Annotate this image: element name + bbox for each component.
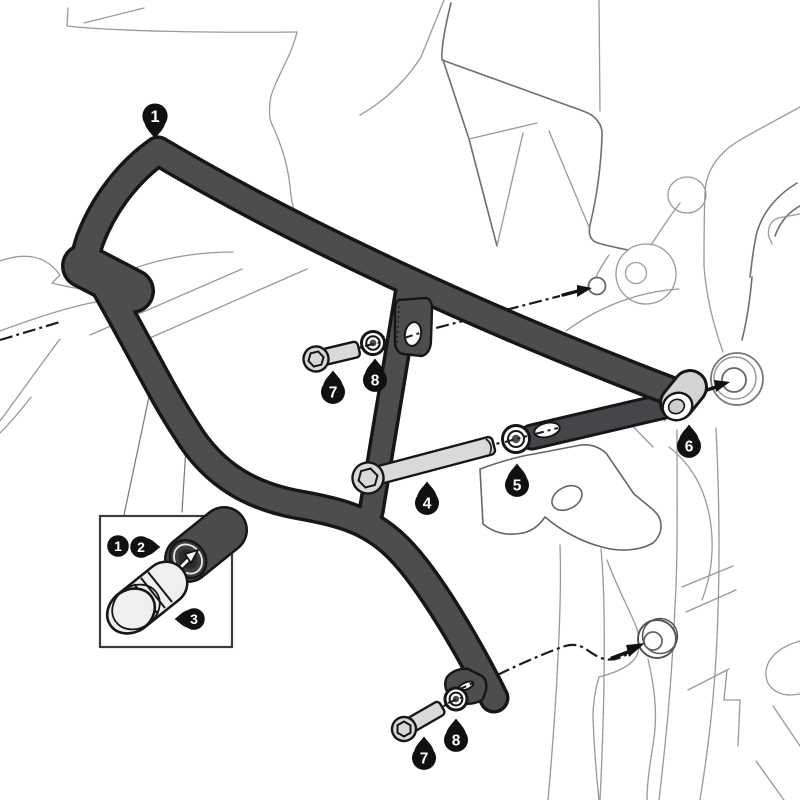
rear-mount-arrow-icon: [714, 380, 730, 392]
upper-mount-hole: [587, 276, 607, 296]
tube-body: [64, 139, 680, 710]
callout-number-inset-item-1: 1: [114, 538, 122, 554]
callout-inset-item-1: 1: [107, 535, 129, 557]
lower-mount-hole: [643, 631, 663, 651]
callout-number-inset-item-3: 3: [190, 611, 198, 627]
callout-number-item-7-lower: 7: [420, 751, 429, 768]
upper-mount-arrow-icon: [577, 285, 592, 297]
upper-bolt-axis: [319, 294, 561, 360]
callout-number-item-6: 6: [685, 439, 694, 456]
hanger-hole: [551, 484, 583, 512]
stay-slot-hole: [533, 421, 561, 439]
callout-number-item-5: 5: [513, 478, 522, 495]
callout-item-7-upper: 7: [321, 370, 345, 404]
lower-mount-axis: [475, 643, 633, 687]
upper-bracket-slot: [403, 321, 423, 347]
inset-end-cap: [105, 560, 189, 635]
callout-item-8-upper: 8: [363, 358, 387, 392]
rear-stay-arm: [518, 390, 687, 451]
callout-inset-item-3: 3: [174, 608, 205, 630]
callout-number-item-4: 4: [423, 496, 432, 513]
insert-arrow-icon: [183, 548, 200, 565]
callout-item-6: 6: [677, 424, 701, 458]
hardware: [302, 330, 531, 743]
washer-5: [501, 424, 531, 454]
rear-mount-hole: [721, 367, 747, 393]
bolt-4: [351, 435, 497, 495]
callout-item-1: 1: [142, 103, 168, 139]
bolt-7-upper: [302, 340, 362, 373]
callout-number-item-8-upper: 8: [371, 373, 380, 390]
direction-arrows: [561, 285, 730, 660]
callout-number-item-1: 1: [150, 108, 159, 126]
frame-mount-points: [587, 276, 764, 659]
elbow-axis: [0, 320, 61, 342]
callout-inset-item-2: 2: [130, 536, 161, 558]
inset-detail-box: [98, 506, 248, 649]
callout-item-7-lower: 7: [412, 736, 436, 770]
lower-mount-arrow-icon: [626, 643, 645, 657]
bolt-7-lower: [390, 700, 446, 743]
callout-number-item-8-lower: 8: [452, 733, 461, 750]
callout-number-inset-item-2: 2: [137, 539, 145, 555]
callout-number-item-7-upper: 7: [329, 385, 338, 402]
callout-item-5: 5: [505, 463, 529, 497]
spacer-bushing: [659, 369, 708, 422]
callout-item-4: 4: [415, 481, 439, 515]
callout-item-8-lower: 8: [444, 718, 468, 752]
